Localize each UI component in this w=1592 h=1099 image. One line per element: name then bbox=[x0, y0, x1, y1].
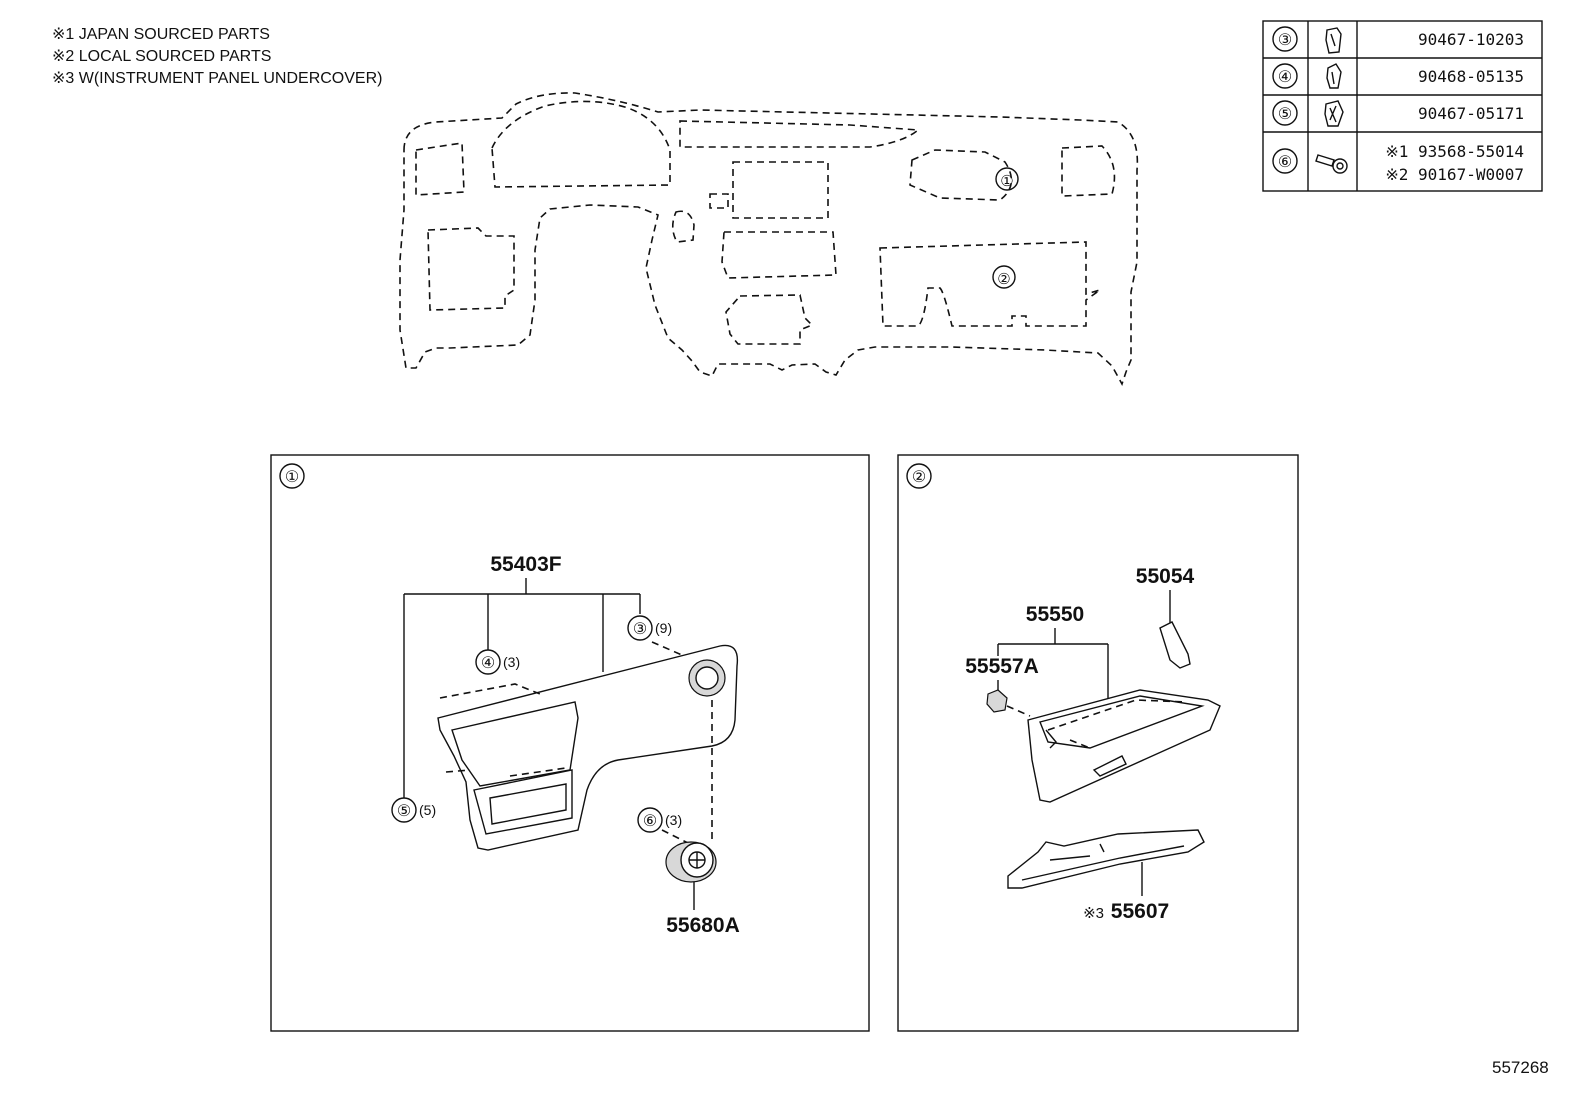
table-part-number-local: ※2 90167-W0007 bbox=[1385, 165, 1524, 184]
table-row: ④ 90468-05135 bbox=[1272, 63, 1524, 89]
overview-callout-2: ② bbox=[997, 271, 1010, 288]
part-number-55550: 55550 bbox=[1026, 603, 1084, 626]
lower-finish-panel bbox=[437, 644, 739, 851]
clip-icon bbox=[1326, 63, 1342, 89]
detail-panel-1: ① 55403F ③ (9) ④ (3) ⑤ (5) ⑥ (3) bbox=[270, 454, 870, 1032]
table-part-number: 90468-05135 bbox=[1418, 67, 1524, 86]
glovebox-lock bbox=[1159, 621, 1191, 669]
table-ref-3: ③ bbox=[1278, 32, 1292, 49]
detail-panel-2: ② 55054 55550 55557A ※3 55607 bbox=[897, 454, 1299, 1032]
part-number-55403f: 55403F bbox=[490, 553, 561, 576]
callout-qty-5: (5) bbox=[419, 802, 436, 818]
table-ref-4: ④ bbox=[1278, 69, 1292, 86]
air-vent bbox=[665, 841, 717, 883]
table-ref-6: ⑥ bbox=[1278, 154, 1292, 171]
parts-table: ③ 90467-10203 ④ 90468-05135 ⑤ 90467-0517… bbox=[1262, 20, 1543, 192]
footnote-2: ※2 LOCAL SOURCED PARTS bbox=[52, 48, 272, 65]
footnotes: ※1 JAPAN SOURCED PARTS ※2 LOCAL SOURCED … bbox=[52, 24, 382, 90]
callout-ref-3: ③ bbox=[633, 621, 647, 638]
table-part-number-japan: ※1 93568-55014 bbox=[1385, 142, 1524, 161]
footnote-1: ※1 JAPAN SOURCED PARTS bbox=[52, 26, 270, 43]
clip-icon bbox=[1325, 27, 1342, 54]
table-row: ⑥ ※1 93568-55014 ※2 90167-W0007 bbox=[1272, 142, 1524, 184]
panel-1-label: ① bbox=[285, 469, 299, 486]
part-number-55680a: 55680A bbox=[666, 914, 740, 937]
callout-ref-6: ⑥ bbox=[643, 813, 657, 830]
callout-ref-4: ④ bbox=[481, 655, 495, 672]
callout-qty-3: (9) bbox=[655, 620, 672, 636]
table-part-number: 90467-05171 bbox=[1418, 104, 1524, 123]
overview-callout-1: ① bbox=[1000, 173, 1013, 190]
screw-icon bbox=[1315, 154, 1348, 174]
part-number-55607: 55607 bbox=[1111, 900, 1169, 923]
footnote-3: ※3 W(INSTRUMENT PANEL UNDERCOVER) bbox=[52, 70, 383, 87]
table-row: ③ 90467-10203 bbox=[1272, 26, 1524, 54]
callout-ref-5: ⑤ bbox=[397, 803, 411, 820]
dashboard-overview: ① ② bbox=[399, 92, 1139, 386]
table-ref-5: ⑤ bbox=[1278, 106, 1292, 123]
figure-id: 557268 bbox=[1492, 1058, 1549, 1077]
note-marker-3: ※3 bbox=[1083, 905, 1104, 922]
table-part-number: 90467-10203 bbox=[1418, 30, 1524, 49]
callout-qty-6: (3) bbox=[665, 812, 682, 828]
callout-qty-4: (3) bbox=[503, 654, 520, 670]
table-row: ⑤ 90467-05171 bbox=[1272, 100, 1524, 127]
part-number-55557a: 55557A bbox=[965, 655, 1039, 678]
panel-undercover bbox=[1007, 829, 1205, 889]
glove-compartment bbox=[1027, 689, 1221, 803]
clip-icon bbox=[1324, 100, 1344, 127]
part-number-55054: 55054 bbox=[1136, 565, 1195, 588]
glovebox-stopper bbox=[986, 689, 1008, 713]
panel-2-label: ② bbox=[912, 469, 926, 486]
